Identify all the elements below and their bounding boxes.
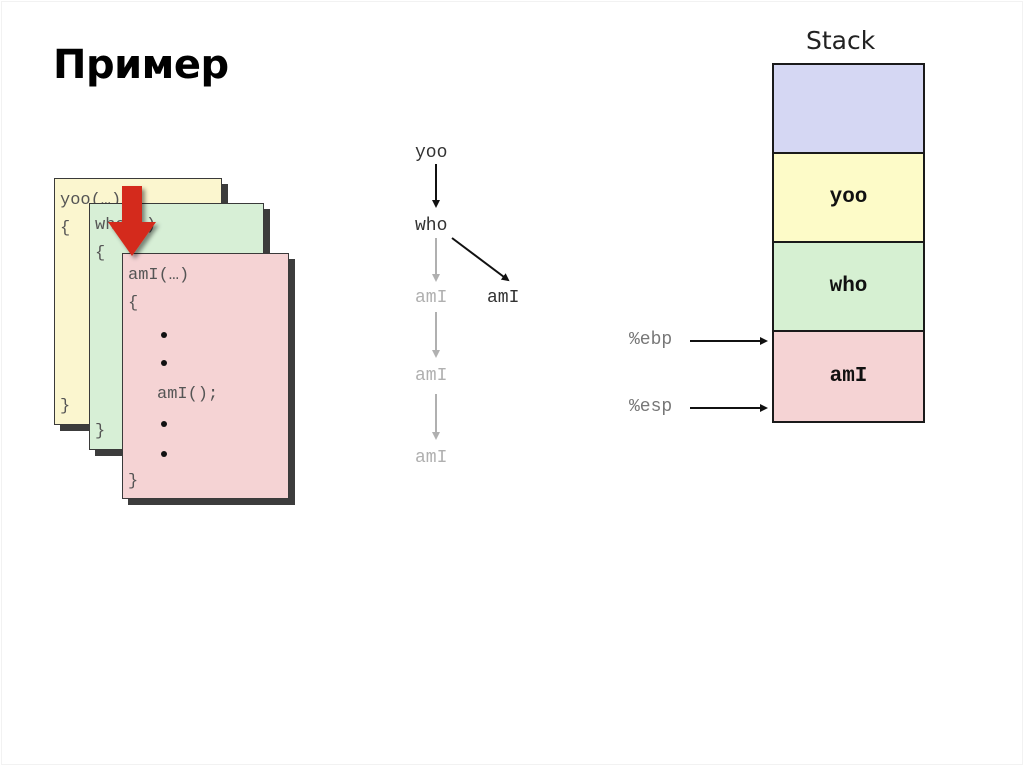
code-line: } xyxy=(128,472,139,491)
code-line: amI(…) xyxy=(128,266,190,285)
stack-frame-yoo: yoo xyxy=(774,154,923,243)
ellipsis-dot xyxy=(161,332,167,338)
stack: yoo who amI xyxy=(772,63,925,423)
code-line: { xyxy=(95,244,106,263)
edge-who-ami-active xyxy=(451,237,510,282)
ellipsis-dot xyxy=(161,360,167,366)
register-ebp-label: %ebp xyxy=(629,330,673,350)
stack-frame-ami: amI xyxy=(774,332,923,421)
tree-node-yoo: yoo xyxy=(415,143,448,163)
code-line: amI(); xyxy=(157,385,219,404)
tree-node-ami-active: amI xyxy=(487,288,520,308)
slide-title: Пример xyxy=(53,42,229,88)
stack-title: Stack xyxy=(806,26,876,55)
code-line: { xyxy=(60,219,71,238)
red-down-arrow-icon xyxy=(108,186,156,256)
ellipsis-dot xyxy=(161,421,167,427)
stack-frame-empty xyxy=(774,65,923,154)
tree-node-ami-inactive: amI xyxy=(415,448,448,468)
register-esp-label: %esp xyxy=(629,397,673,417)
code-line: } xyxy=(60,397,71,416)
tree-node-ami-inactive: amI xyxy=(415,288,448,308)
ellipsis-dot xyxy=(161,451,167,457)
tree-node-who: who xyxy=(415,216,448,236)
code-frame-ami: amI(…) { amI(); } xyxy=(122,253,289,499)
code-line: } xyxy=(95,422,106,441)
stack-frame-who: who xyxy=(774,243,923,332)
code-line: { xyxy=(128,294,139,313)
tree-node-ami-inactive: amI xyxy=(415,366,448,386)
